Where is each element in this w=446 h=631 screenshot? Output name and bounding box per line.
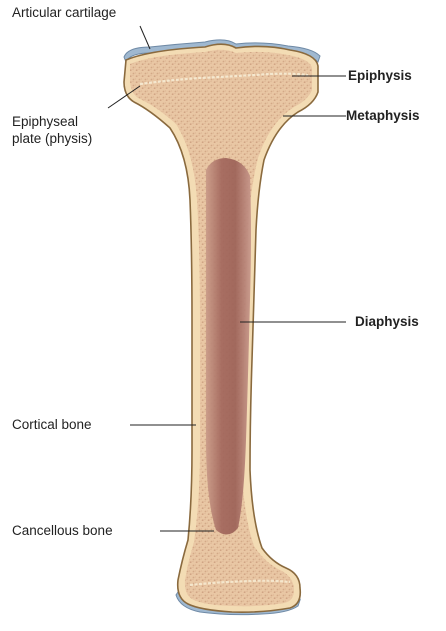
label-epiphysis: Epiphysis: [348, 67, 412, 84]
label-diaphysis: Diaphysis: [355, 313, 419, 330]
label-cancellous-bone: Cancellous bone: [12, 522, 113, 539]
leader-articular-cartilage: [140, 26, 150, 49]
label-metaphysis: Metaphysis: [346, 107, 420, 124]
label-epiphyseal-plate-line2: plate (physis): [12, 130, 92, 147]
label-epiphyseal-plate-line1: Epiphyseal: [12, 113, 78, 130]
label-cortical-bone: Cortical bone: [12, 416, 92, 433]
label-articular-cartilage: Articular cartilage: [12, 4, 116, 21]
